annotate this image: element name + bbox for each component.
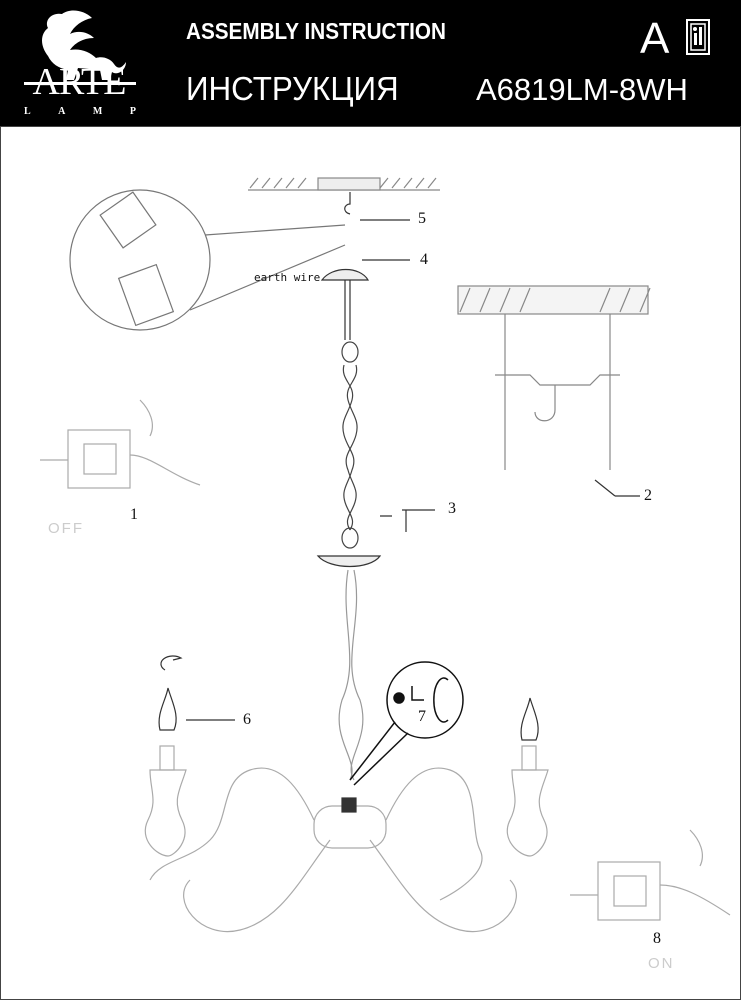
brand-name: ARTE [32,61,127,103]
manual-info-icon [686,19,710,55]
diagram-frame [0,126,741,1000]
switch-on-label: ON [648,955,675,972]
step-8-label: 8 [653,930,661,947]
switch-off-label: OFF [48,520,84,537]
brand-subtitle: L A M P [24,106,136,117]
step-4-label: 4 [420,251,428,268]
step-6-label: 6 [243,711,251,728]
earth-wire-label: earth wire [254,271,321,284]
brand-sub-letter: P [129,106,136,117]
step-5-label: 5 [418,210,426,227]
title-russian: ИНСТРУКЦИЯ [186,70,399,107]
step-2-label: 2 [644,487,652,504]
step-7-label: 7 [418,708,426,725]
brand-sub-letter: M [92,106,103,117]
model-number: A6819LM-8WH [476,72,688,107]
header-bar: ARTE L A M P ASSEMBLY INSTRUCTION ИНСТРУ… [0,0,741,126]
griffin-logo-icon [24,10,136,85]
category-letter: A [640,14,670,63]
brand-sub-letter: L [24,106,31,117]
title-english: ASSEMBLY INSTRUCTION [186,18,446,44]
step-1-label: 1 [130,506,138,523]
step-3-label: 3 [448,500,456,517]
brand-sub-letter: A [58,106,66,117]
